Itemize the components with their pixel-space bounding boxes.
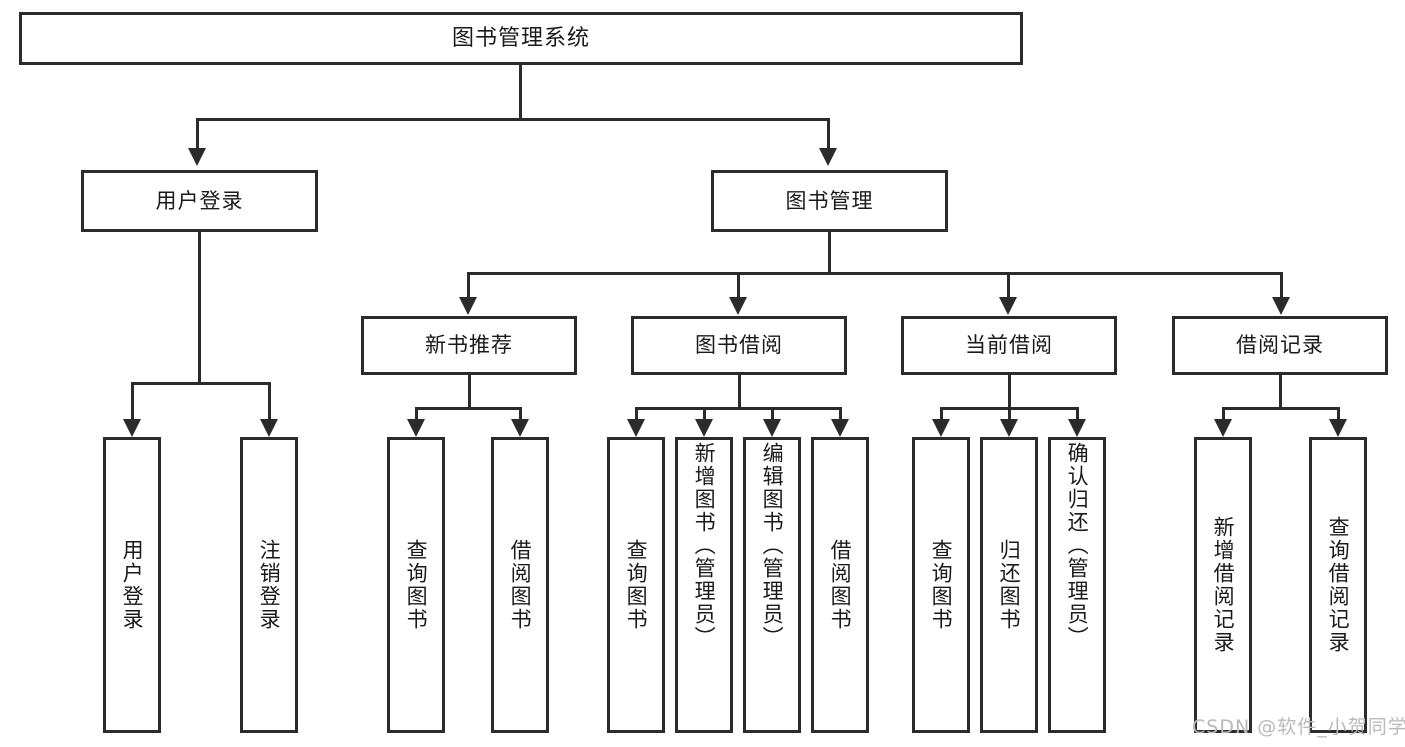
connector-new-book-stem <box>468 375 471 407</box>
arrow-current-borrow-to-leaf-2 <box>1000 419 1018 437</box>
leaf-user-login-1[interactable]: 用户登录 <box>103 437 161 733</box>
watermark-text: CSDN @软件_小贺同学 <box>1192 716 1405 738</box>
leaf-book-borrow-2[interactable]: 新增图书（管理员） <box>675 437 733 733</box>
arrow-new-book-to-leaf-1 <box>407 419 425 437</box>
leaf-book-borrow-4[interactable]: 借阅图书 <box>811 437 869 733</box>
connector-borrow-record-stem <box>1279 375 1282 407</box>
node-book-management[interactable]: 图书管理 <box>711 170 948 232</box>
arrow-current-borrow-to-leaf-3 <box>1068 419 1086 437</box>
leaf-label: 确认归还（管理员） <box>1065 442 1090 649</box>
node-borrow-record[interactable]: 借阅记录 <box>1172 316 1388 375</box>
leaf-label: 借阅图书 <box>828 539 853 631</box>
leaf-label: 编辑图书（管理员） <box>760 442 785 649</box>
arrow-book-manage-to-record <box>1272 297 1290 315</box>
node-root-system[interactable]: 图书管理系统 <box>19 12 1023 65</box>
leaf-label: 归还图书 <box>997 539 1022 631</box>
connector-book-manage-to-new-book <box>467 272 470 297</box>
arrow-user-login-to-leaf-1 <box>123 419 141 437</box>
node-label: 图书借阅 <box>695 333 783 358</box>
leaf-label: 查询图书 <box>404 539 429 631</box>
arrow-root-to-book-manage <box>819 148 837 166</box>
leaf-label: 用户登录 <box>120 539 145 631</box>
connector-user-login-to-leaf-2 <box>268 382 271 419</box>
leaf-user-login-2[interactable]: 注销登录 <box>240 437 298 733</box>
leaf-label: 注销登录 <box>257 539 282 631</box>
node-label: 图书管理系统 <box>451 25 590 51</box>
connector-borrow-record-to-leaf-2 <box>1337 407 1340 419</box>
arrow-user-login-to-leaf-2 <box>260 419 278 437</box>
connector-borrow-record-bar <box>1222 407 1337 410</box>
connector-book-manage-to-borrow <box>737 272 740 297</box>
connector-current-borrow-stem <box>1008 375 1011 407</box>
connector-new-book-to-leaf-1 <box>415 407 418 419</box>
leaf-label: 查询图书 <box>624 539 649 631</box>
connector-current-borrow-to-leaf-1 <box>940 407 943 419</box>
leaf-borrow-record-1[interactable]: 新增借阅记录 <box>1194 437 1252 733</box>
node-label: 新书推荐 <box>425 333 513 358</box>
connector-borrow-record-to-leaf-1 <box>1222 407 1225 419</box>
arrow-current-borrow-to-leaf-1 <box>932 419 950 437</box>
connector-book-borrow-to-leaf-4 <box>839 407 842 419</box>
arrow-borrow-record-to-leaf-1 <box>1214 419 1232 437</box>
connector-book-borrow-to-leaf-3 <box>771 407 774 419</box>
arrow-root-to-user-login <box>188 148 206 166</box>
node-user-login[interactable]: 用户登录 <box>81 170 318 232</box>
connector-book-manage-to-record <box>1280 272 1283 297</box>
connector-book-borrow-bar <box>635 407 840 410</box>
connector-book-borrow-stem <box>738 375 741 407</box>
connector-user-login-stem <box>198 232 201 382</box>
connector-root-to-book-manage <box>827 118 830 148</box>
arrow-book-borrow-to-leaf-4 <box>831 419 849 437</box>
leaf-label: 新增图书（管理员） <box>692 442 717 649</box>
connector-current-borrow-to-leaf-2 <box>1008 407 1011 419</box>
arrow-book-manage-to-current <box>999 297 1017 315</box>
leaf-label: 新增借阅记录 <box>1211 516 1236 654</box>
arrow-book-borrow-to-leaf-3 <box>763 419 781 437</box>
node-current-borrow[interactable]: 当前借阅 <box>901 316 1117 375</box>
leaf-current-borrow-1[interactable]: 查询图书 <box>912 437 970 733</box>
leaf-label: 查询借阅记录 <box>1326 516 1351 654</box>
arrow-book-manage-to-borrow <box>729 297 747 315</box>
connector-user-login-to-leaf-1 <box>131 382 134 419</box>
arrow-borrow-record-to-leaf-2 <box>1329 419 1347 437</box>
node-label: 图书管理 <box>785 188 874 213</box>
arrow-new-book-to-leaf-2 <box>511 419 529 437</box>
connector-new-book-bar <box>415 407 522 410</box>
leaf-new-book-recommend-2[interactable]: 借阅图书 <box>491 437 549 733</box>
arrow-book-borrow-to-leaf-1 <box>627 419 645 437</box>
connector-book-borrow-to-leaf-1 <box>635 407 638 419</box>
node-book-borrow[interactable]: 图书借阅 <box>631 316 847 375</box>
connector-current-borrow-to-leaf-3 <box>1076 407 1079 419</box>
leaf-borrow-record-2[interactable]: 查询借阅记录 <box>1309 437 1367 733</box>
connector-root-bar <box>196 118 830 121</box>
connector-book-manage-stem <box>828 232 831 272</box>
connector-root-to-user-login <box>196 118 199 148</box>
connector-book-borrow-to-leaf-2 <box>703 407 706 419</box>
node-new-book-recommend[interactable]: 新书推荐 <box>361 316 577 375</box>
arrow-book-manage-to-new-book <box>459 297 477 315</box>
node-label: 借阅记录 <box>1236 333 1324 358</box>
connector-user-login-bar <box>131 382 268 385</box>
leaf-book-borrow-1[interactable]: 查询图书 <box>607 437 665 733</box>
leaf-current-borrow-2[interactable]: 归还图书 <box>980 437 1038 733</box>
leaf-label: 查询图书 <box>929 539 954 631</box>
leaf-book-borrow-3[interactable]: 编辑图书（管理员） <box>743 437 801 733</box>
leaf-new-book-recommend-1[interactable]: 查询图书 <box>387 437 445 733</box>
leaf-current-borrow-3[interactable]: 确认归还（管理员） <box>1048 437 1106 733</box>
connector-new-book-to-leaf-2 <box>519 407 522 419</box>
connector-book-manage-bar <box>467 272 1283 275</box>
node-label: 用户登录 <box>155 188 244 213</box>
leaf-label: 借阅图书 <box>508 539 533 631</box>
arrow-book-borrow-to-leaf-2 <box>695 419 713 437</box>
connector-root-stem <box>519 65 522 118</box>
connector-book-manage-to-current <box>1007 272 1010 297</box>
node-label: 当前借阅 <box>965 333 1053 358</box>
